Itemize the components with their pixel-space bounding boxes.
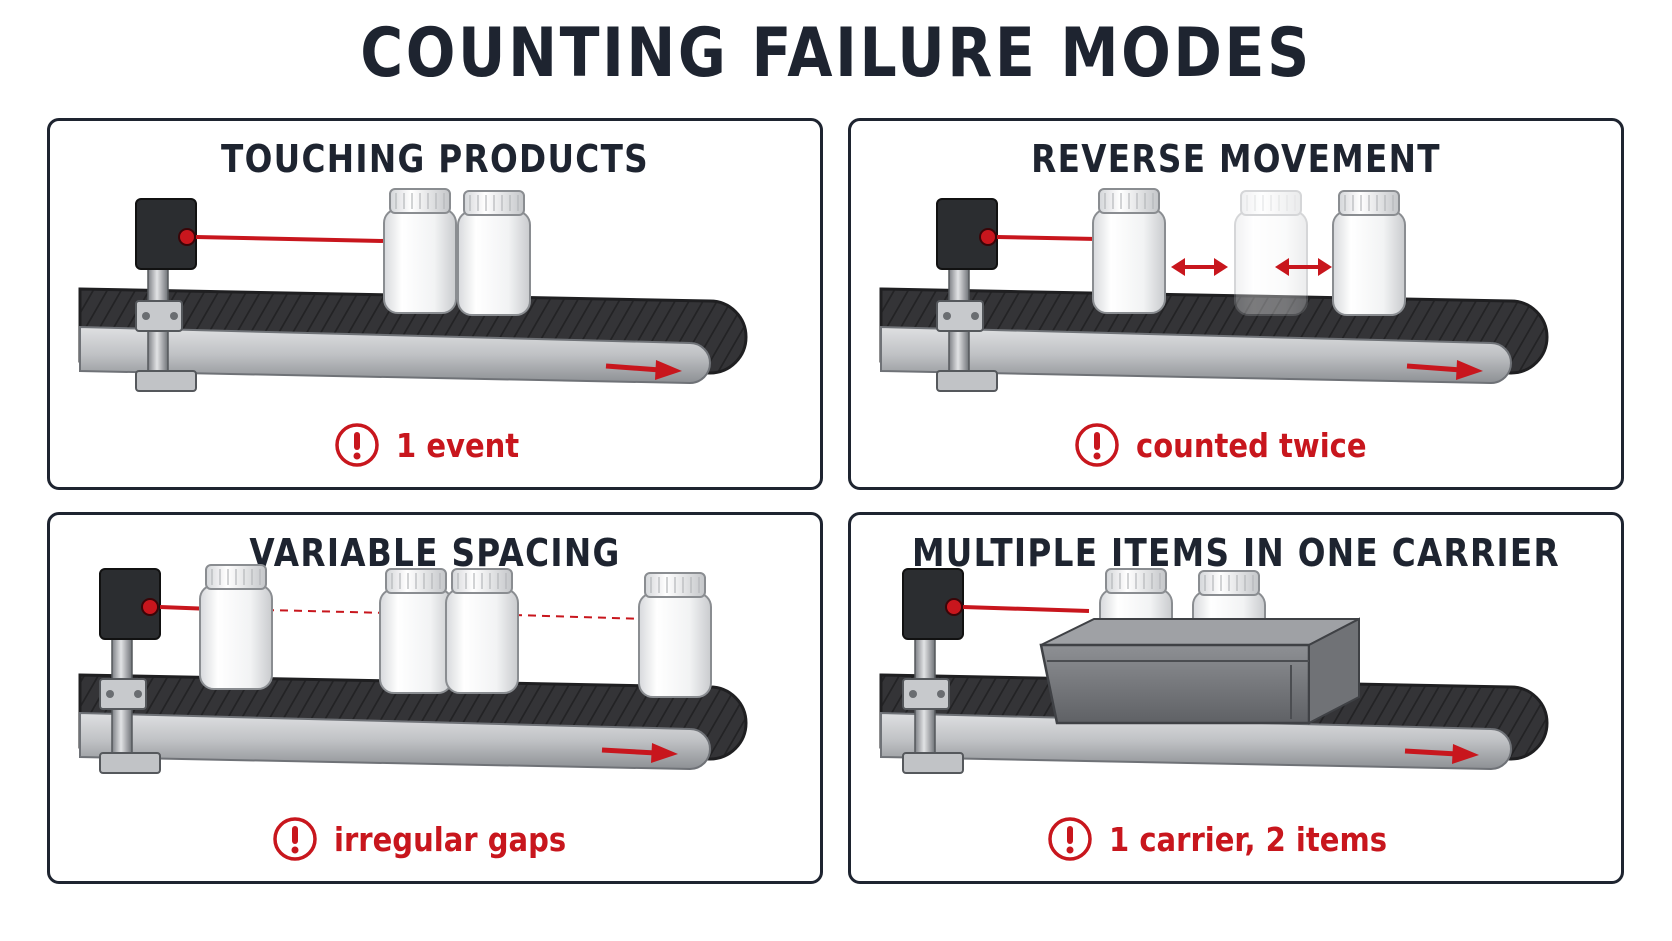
exclamation-circle-icon <box>1048 817 1092 861</box>
bottle <box>199 564 273 690</box>
caption-text: irregular gaps <box>334 819 567 859</box>
gap-line <box>265 609 391 614</box>
conveyor-belt <box>78 287 748 385</box>
sensor-beam <box>996 235 1098 241</box>
panel-title: VARIABLE SPACING <box>249 531 621 575</box>
photoelectric-sensor <box>99 568 161 640</box>
bottle <box>445 568 519 694</box>
caption-text: counted twice <box>1135 425 1367 465</box>
conveyor-direction-arrow <box>1404 744 1479 764</box>
sensor-mount <box>135 258 197 392</box>
panel-variable-spacing: VARIABLE SPACING <box>47 512 823 884</box>
panel-multiple-items-in-one-carrier: MULTIPLE ITEMS IN ONE CARRIER <box>848 512 1624 884</box>
page-title: COUNTING FAILURE MODES <box>360 14 1312 93</box>
conveyor-direction-arrow <box>601 743 678 763</box>
conveyor-scene <box>78 564 748 774</box>
bottle <box>1092 188 1166 314</box>
warning-caption: irregular gaps <box>50 813 820 865</box>
bottle <box>638 572 712 698</box>
conveyor-direction-arrow <box>1406 360 1483 380</box>
photoelectric-sensor <box>135 198 197 270</box>
exclamation-circle-icon <box>273 817 317 861</box>
conveyor-scene <box>78 188 748 392</box>
warning-caption: 1 carrier, 2 items <box>851 813 1621 865</box>
sensor-beam <box>195 235 385 243</box>
carrier-tray <box>1039 617 1360 725</box>
double-arrow-icon <box>1171 258 1228 276</box>
ghost-bottle <box>1234 190 1308 316</box>
exclamation-circle-icon <box>335 423 379 467</box>
panel-reverse-movement: REVERSE MOVEMENT <box>848 118 1624 490</box>
double-arrow-icon <box>1275 258 1332 276</box>
conveyor-direction-arrow <box>605 360 682 380</box>
photoelectric-sensor <box>902 568 964 640</box>
sensor-mount <box>902 638 964 774</box>
panel-title: REVERSE MOVEMENT <box>1031 137 1441 181</box>
photoelectric-sensor <box>936 198 998 270</box>
conveyor-scene <box>879 568 1549 774</box>
caption-text: 1 carrier, 2 items <box>1109 819 1388 859</box>
conveyor-scene <box>879 188 1549 392</box>
warning-caption: counted twice <box>851 419 1621 471</box>
exclamation-circle-icon <box>1075 423 1119 467</box>
sensor-mount <box>99 638 161 774</box>
conveyor-belt <box>78 673 748 771</box>
sensor-mount <box>936 258 998 392</box>
gap-line <box>513 614 647 620</box>
caption-text: 1 event <box>396 425 520 465</box>
bottle <box>383 188 457 314</box>
panel-title: TOUCHING PRODUCTS <box>221 137 649 181</box>
panel-touching-products: TOUCHING PRODUCTS <box>47 118 823 490</box>
bottle <box>1332 190 1406 316</box>
bottle <box>457 190 531 316</box>
warning-caption: 1 event <box>50 419 820 471</box>
sensor-beam <box>962 605 1090 613</box>
panel-title: MULTIPLE ITEMS IN ONE CARRIER <box>911 531 1560 575</box>
bottle <box>379 568 453 694</box>
